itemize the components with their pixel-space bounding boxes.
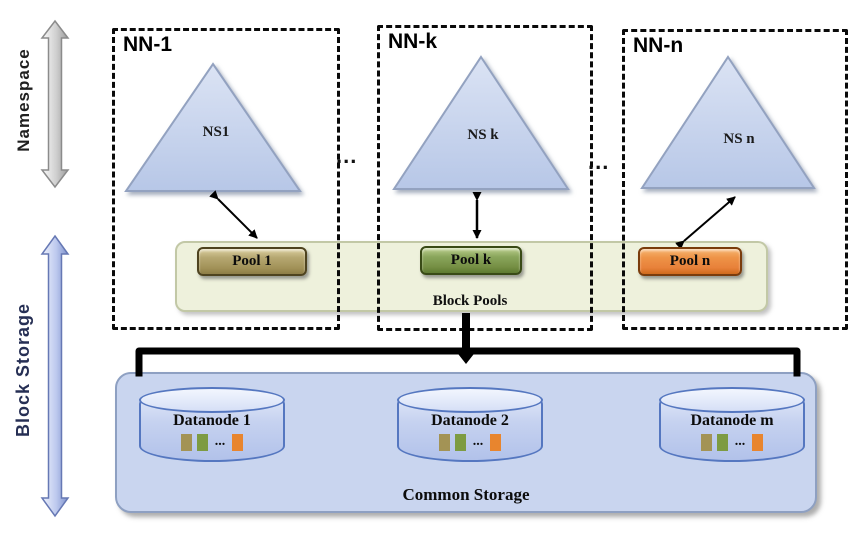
pool-k-button: Pool k [420, 246, 522, 275]
block-pools-label: Block Pools [432, 293, 508, 309]
datanode-m-label: Datanode m [690, 412, 774, 429]
namespace-double-arrow [40, 19, 70, 189]
namenode-box-k: NN-k [377, 25, 593, 331]
poolk-block-icon [716, 433, 728, 451]
datanode-m-cylinder: Datanode m ... [659, 387, 805, 462]
namenode-label-1: NN-1 [123, 33, 173, 56]
namenode-label-k: NN-k [388, 30, 438, 53]
ellipsis-right: ... [588, 149, 610, 174]
pool1-block-icon [700, 433, 712, 451]
ellipsis-left: ... [336, 143, 358, 168]
blocks-ellipsis: ... [734, 434, 746, 449]
pooln-block-icon [490, 433, 502, 451]
block-chips-row: ... [139, 433, 285, 451]
block-chips-row: ... [659, 433, 805, 451]
pool-1-button: Pool 1 [197, 247, 307, 276]
namenode-label-n: NN-n [633, 34, 684, 57]
namespace-axis-label: Namespace [14, 48, 33, 152]
common-storage-box: Datanode 1 ... Datanode 2 ... Datanode m [115, 372, 817, 513]
pooln-block-icon [232, 433, 244, 451]
poolk-block-icon [454, 433, 466, 451]
datanode-2-cylinder: Datanode 2 ... [397, 387, 543, 462]
block-storage-axis-label: Block Storage [13, 302, 33, 438]
common-storage-label: Common Storage [402, 485, 530, 504]
block-storage-double-arrow [40, 234, 70, 518]
pool1-block-icon [180, 433, 192, 451]
namenode-box-n: NN-n [622, 29, 848, 330]
namenode-box-1: NN-1 [112, 28, 340, 330]
datanode-1-cylinder: Datanode 1 ... [139, 387, 285, 462]
cylinder-top-ellipse [397, 387, 543, 413]
namespace-triangle-label-1: NS1 [202, 124, 230, 140]
poolk-block-icon [196, 433, 208, 451]
datanode-2-label: Datanode 2 [431, 412, 509, 429]
pool-n-button: Pool n [638, 247, 742, 276]
cylinder-top-ellipse [659, 387, 805, 413]
cylinder-top-ellipse [139, 387, 285, 413]
bracket-bar [135, 347, 801, 377]
namespace-triangle-label-k: NS k [467, 127, 499, 143]
blocks-ellipsis: ... [214, 434, 226, 449]
blocks-ellipsis: ... [472, 434, 484, 449]
block-chips-row: ... [397, 433, 543, 451]
pool1-block-icon [438, 433, 450, 451]
bracket-cusp [455, 350, 477, 364]
namespace-triangle-label-n: NS n [723, 131, 755, 147]
pooln-block-icon [752, 433, 764, 451]
datanode-1-label: Datanode 1 [173, 412, 251, 429]
